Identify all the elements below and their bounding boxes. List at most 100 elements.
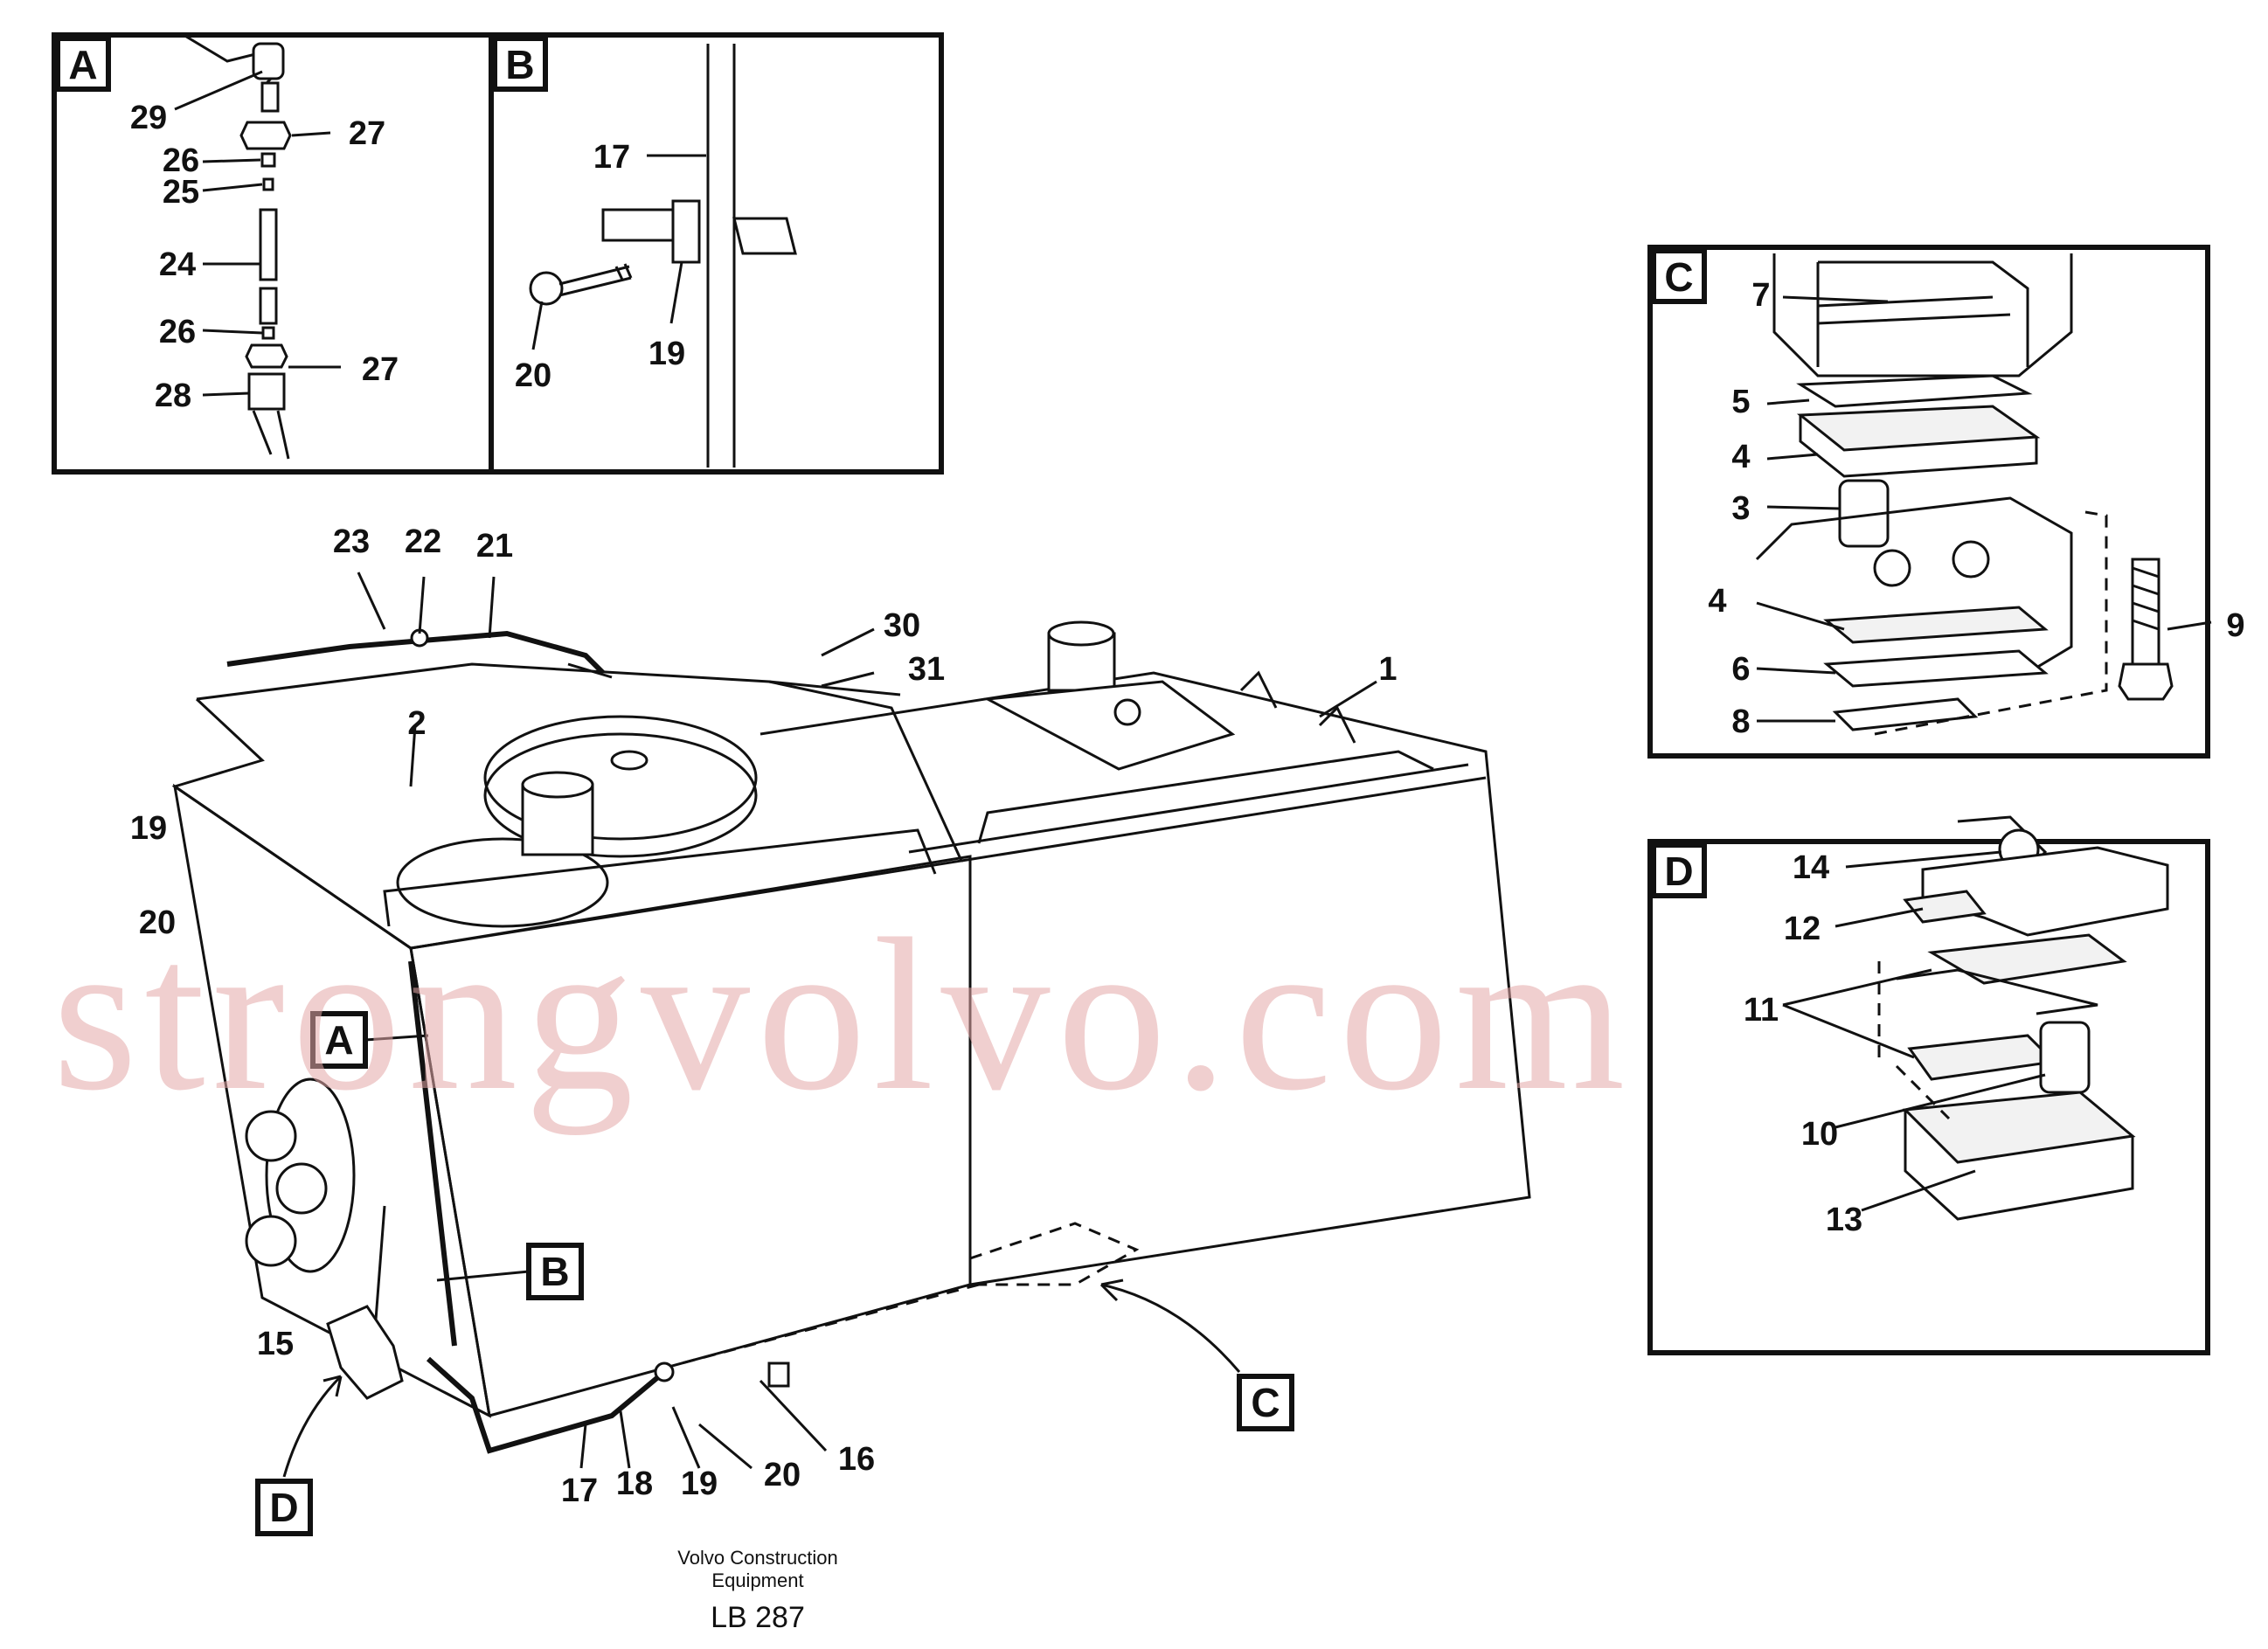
ref-box-c [1237,1374,1294,1431]
callout-d-14: 14 [1793,849,1829,886]
detail-c-pad-4 [1796,405,2041,452]
handrail-left [383,828,937,927]
callout-24: 24 [159,246,196,283]
callout-28: 28 [155,378,191,414]
callout-c-7: 7 [1751,277,1770,314]
detail-a-nut-27b [245,343,288,369]
callout-c-8: 8 [1731,703,1750,740]
tank-top-cover [196,662,901,701]
detail-c-frame [1647,245,2210,759]
footer-code: LB 287 [711,1601,805,1634]
detail-a-bottom-pipe [252,410,290,460]
callout-b-20: 20 [515,357,551,394]
tank-right-box [759,671,1531,1286]
detail-c-upper-frame [1772,253,2073,378]
callout-c-6: 6 [1731,651,1750,688]
detail-c-plate-8 [1832,697,1979,731]
ref-a-label: A [324,1017,353,1063]
footer-company-line2: Equipment [711,1569,803,1591]
detail-a-nut-27 [239,121,292,150]
callout-d-11: 11 [1744,992,1779,1029]
callout-main-17: 17 [561,1472,598,1509]
ref-d-label: D [269,1485,298,1530]
breather-plate [982,680,1236,771]
callout-c-3: 3 [1731,490,1750,527]
footer-company-line1: Volvo Construction [677,1547,837,1569]
callout-main-2: 2 [407,705,426,742]
detail-d-dashed-line [1877,961,1951,1120]
detail-c-dashed-line [1874,509,2108,736]
main-callouts: 23 22 21 30 31 1 2 19 20 15 17 18 19 20 … [130,523,1398,1509]
detail-b-badge [492,36,548,92]
callout-29: 29 [130,100,167,136]
detail-d-badge [1651,842,1707,898]
detail-c-plate-5 [1796,374,2033,408]
callout-main-31: 31 [908,651,945,688]
callout-main-19b: 19 [681,1465,718,1502]
detail-d-pad-13 [1902,1091,2136,1164]
detail-b-bolt-shank [558,265,632,297]
callout-25: 25 [163,174,199,211]
callout-b-17: 17 [593,139,630,176]
detail-a-washer-25 [262,177,274,191]
detail-d-bushing-10 [2039,1021,2091,1094]
main-refs: A B C D [255,1011,1294,1536]
main-tank-assembly [171,620,1531,1454]
detail-d-pad-11 [1927,933,2127,985]
detail-d-frame [1647,839,2210,1355]
detail-c-label: C [1664,254,1693,300]
callout-main-16: 16 [838,1441,875,1478]
detail-d-pad-12 [1903,890,1987,924]
callout-main-1: 1 [1378,651,1397,688]
callout-d-10: 10 [1801,1116,1838,1153]
detail-b: B 17 20 19 [489,32,944,475]
detail-a-badge [55,36,111,92]
callout-26: 26 [163,142,199,179]
callout-c-4: 4 [1731,439,1750,475]
callout-main-15: 15 [257,1326,294,1362]
callout-27b: 27 [362,351,399,388]
detail-a-tube-b [259,287,278,325]
watermark: strongvolvo.com [52,894,1632,1136]
detail-a-tube-24 [259,208,278,281]
callout-main-30: 30 [884,607,920,644]
detail-c-pad-4b [1823,606,2049,644]
pipe-side [408,960,457,1347]
callout-b-19: 19 [648,336,685,372]
detail-c: C 7 5 4 3 4 6 8 9 [1647,245,2245,759]
callout-main-21: 21 [476,528,513,565]
callout-d-12: 12 [1784,911,1821,947]
mount-bracket [326,1305,404,1400]
detail-b-pipe [706,44,736,468]
detail-a-spring [260,81,280,113]
handrail-right [977,750,1434,844]
callout-d-13: 13 [1826,1202,1862,1238]
detail-a-ring-26 [260,152,276,168]
detail-a-fitting-28 [247,372,286,411]
ref-b-label: B [540,1249,569,1294]
detail-b-frame [489,32,944,475]
callout-26b: 26 [159,314,196,350]
callout-main-23: 23 [333,523,370,560]
detail-b-bracket [601,208,683,242]
detail-a-ring-26b [261,326,275,340]
detail-b-label: B [505,42,534,87]
callout-27: 27 [349,115,385,152]
detail-a-label: A [68,42,97,87]
callout-main-20b: 20 [764,1457,801,1493]
detail-b-bracket-right [732,217,797,255]
detail-a: A 29 27 26 25 24 26 27 28 [52,32,494,475]
detail-d-pad-11b [1907,1034,2057,1081]
detail-c-plate-6 [1823,649,2049,688]
callout-c-4b: 4 [1708,583,1726,620]
mount-c-hidden [969,1222,1140,1286]
callout-main-22: 22 [405,523,441,560]
callout-c-9: 9 [2226,607,2244,644]
callout-main-18: 18 [616,1465,653,1502]
detail-d: D 14 12 11 10 13 [1647,815,2210,1355]
detail-b-clamp-19 [671,199,701,264]
callout-main-19: 19 [130,810,167,847]
detail-c-lower-bracket [1755,496,2073,675]
